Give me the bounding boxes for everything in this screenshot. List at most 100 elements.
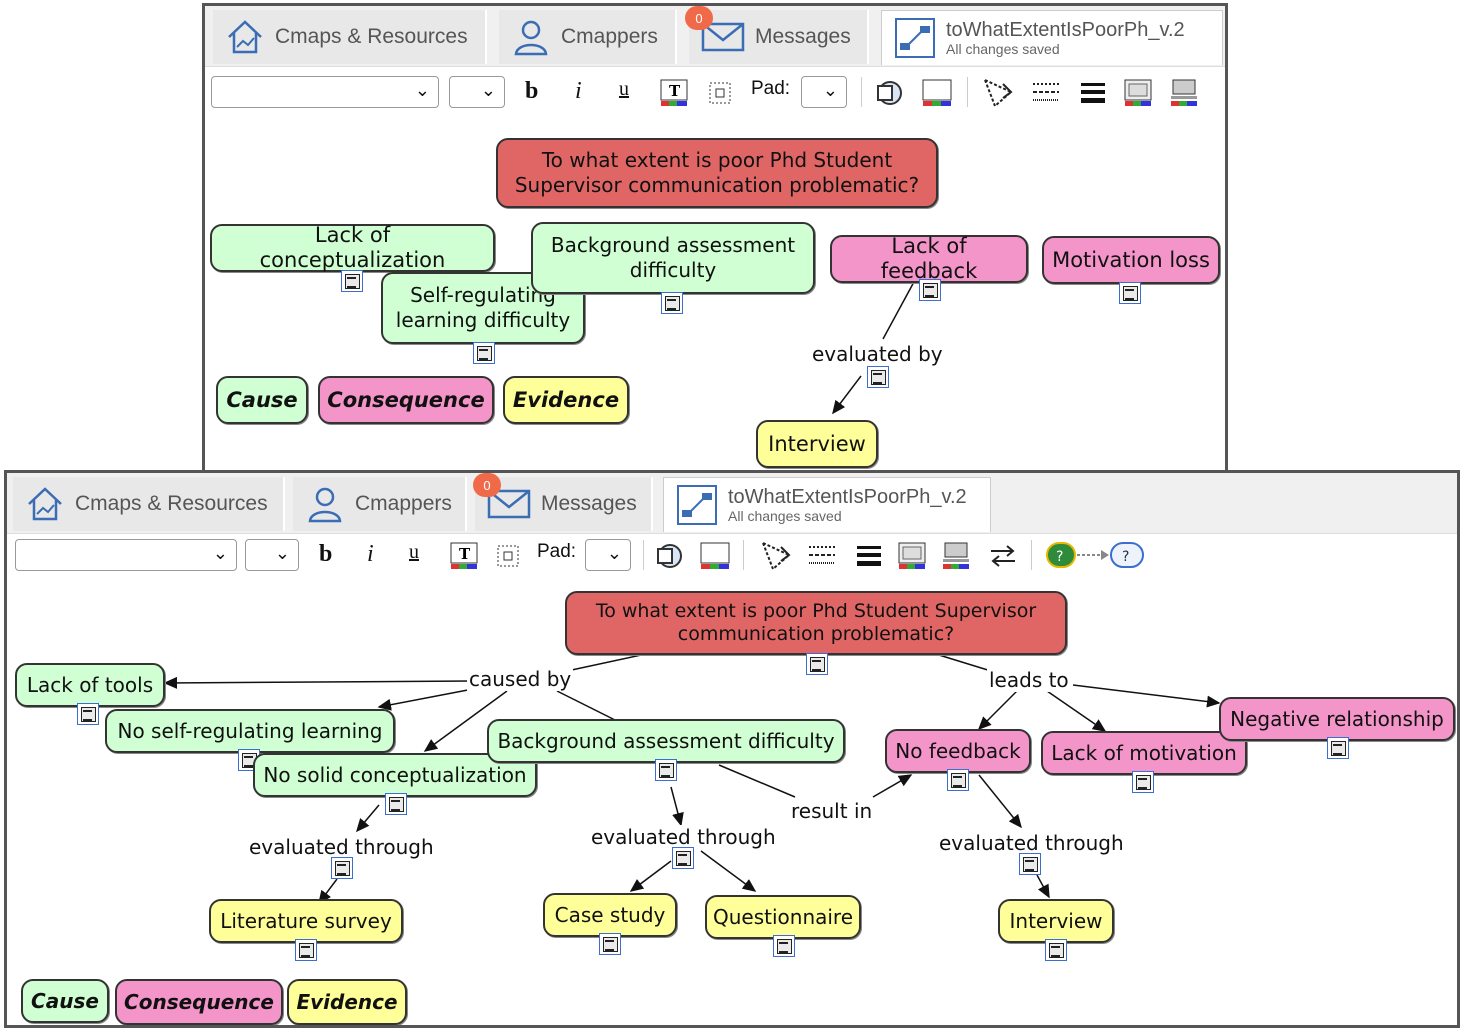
resource-icon[interactable] bbox=[385, 793, 407, 815]
evidence-interview[interactable]: Interview bbox=[998, 899, 1114, 943]
line-dash-icon[interactable] bbox=[1031, 80, 1061, 106]
resource-icon[interactable] bbox=[867, 366, 889, 388]
text-color-icon[interactable]: T bbox=[659, 78, 689, 108]
root-question-node[interactable]: To what extent is poor Phd Student Super… bbox=[496, 138, 938, 208]
italic-button[interactable]: i bbox=[367, 541, 374, 567]
line-thickness-icon[interactable] bbox=[855, 543, 883, 569]
pad-select[interactable]: ⌄ bbox=[801, 76, 847, 108]
shadow-color-icon[interactable] bbox=[1169, 78, 1199, 108]
node-border-icon[interactable] bbox=[495, 543, 521, 569]
node-border-icon[interactable] bbox=[707, 80, 733, 106]
cmap-helper-icon[interactable]: ?? bbox=[1045, 539, 1149, 573]
tab-label: Messages bbox=[755, 25, 851, 48]
tab-document[interactable]: toWhatExtentIsPoorPh_v.2 All changes sav… bbox=[663, 477, 991, 532]
line-thickness-icon[interactable] bbox=[1079, 80, 1107, 106]
link-label-evaluated-by[interactable]: evaluated by bbox=[810, 342, 945, 366]
person-icon bbox=[308, 487, 342, 523]
resource-icon[interactable] bbox=[1327, 737, 1349, 759]
person-icon bbox=[514, 20, 548, 56]
concept-background-assessment-difficulty[interactable]: Background assessment difficulty bbox=[531, 222, 815, 294]
shadow-color-icon[interactable] bbox=[941, 541, 971, 571]
text-color-icon[interactable]: T bbox=[449, 541, 479, 571]
underline-button[interactable]: u bbox=[409, 541, 419, 563]
tab-cmaps-resources[interactable]: Cmaps & Resources bbox=[13, 477, 285, 531]
envelope-icon bbox=[701, 22, 745, 52]
connection-style-icon[interactable] bbox=[981, 76, 1015, 110]
shape-icon[interactable] bbox=[875, 78, 905, 108]
resource-icon[interactable] bbox=[919, 279, 941, 301]
bold-button[interactable]: b bbox=[319, 541, 333, 567]
link-label-caused-by[interactable]: caused by bbox=[467, 667, 574, 691]
pad-select[interactable]: ⌄ bbox=[585, 539, 631, 571]
resource-icon[interactable] bbox=[661, 292, 683, 314]
resource-icon[interactable] bbox=[806, 653, 828, 675]
font-family-select[interactable]: ⌄ bbox=[211, 76, 439, 108]
document-status: All changes saved bbox=[946, 41, 1060, 57]
font-size-select[interactable]: ⌄ bbox=[449, 76, 505, 108]
connection-lines bbox=[163, 654, 1221, 905]
link-label-evaluated-through[interactable]: evaluated through bbox=[937, 831, 1126, 855]
resource-icon[interactable] bbox=[655, 759, 677, 781]
link-label-leads-to[interactable]: leads to bbox=[987, 668, 1071, 692]
resource-icon[interactable] bbox=[947, 769, 969, 791]
resource-icon[interactable] bbox=[331, 857, 353, 879]
connection-style-icon[interactable] bbox=[759, 539, 793, 573]
root-question-node[interactable]: To what extent is poor Phd Student Super… bbox=[565, 591, 1067, 655]
home-icon bbox=[28, 487, 62, 521]
concept-lack-of-tools[interactable]: Lack of tools bbox=[15, 663, 165, 707]
cmap-canvas[interactable]: To what extent is poor Phd Student Super… bbox=[7, 579, 1457, 1025]
background-color-icon[interactable] bbox=[1123, 78, 1153, 108]
link-label-evaluated-through[interactable]: evaluated through bbox=[247, 835, 436, 859]
resource-icon[interactable] bbox=[599, 933, 621, 955]
evidence-literature-survey[interactable]: Literature survey bbox=[209, 899, 403, 943]
fill-color-icon[interactable] bbox=[921, 78, 953, 108]
font-family-select[interactable]: ⌄ bbox=[15, 539, 237, 571]
resource-icon[interactable] bbox=[473, 342, 495, 364]
resource-icon[interactable] bbox=[1132, 771, 1154, 793]
concept-motivation-loss[interactable]: Motivation loss bbox=[1042, 236, 1220, 284]
resource-icon[interactable] bbox=[1045, 939, 1067, 961]
concept-no-solid-conceptualization[interactable]: No solid conceptualization bbox=[253, 753, 537, 797]
resource-icon[interactable] bbox=[1019, 853, 1041, 875]
tab-label: Cmappers bbox=[355, 492, 452, 515]
resource-icon[interactable] bbox=[341, 270, 363, 292]
cmap-canvas[interactable]: To what extent is poor Phd Student Super… bbox=[205, 116, 1225, 480]
tab-cmappers[interactable]: Cmappers bbox=[499, 10, 677, 64]
swap-arrows-icon[interactable] bbox=[989, 543, 1017, 569]
resource-icon[interactable] bbox=[295, 939, 317, 961]
concept-lack-of-motivation[interactable]: Lack of motivation bbox=[1041, 731, 1247, 775]
background-color-icon[interactable] bbox=[897, 541, 927, 571]
resource-icon[interactable] bbox=[672, 847, 694, 869]
underline-button[interactable]: u bbox=[619, 78, 629, 100]
chevron-down-icon: ⌄ bbox=[274, 543, 290, 564]
bold-button[interactable]: b bbox=[525, 78, 539, 104]
line-dash-icon[interactable] bbox=[807, 543, 837, 569]
concept-no-feedback[interactable]: No feedback bbox=[885, 729, 1031, 773]
tab-document[interactable]: toWhatExtentIsPoorPh_v.2 All changes sav… bbox=[881, 10, 1223, 65]
evidence-interview[interactable]: Interview bbox=[756, 420, 878, 468]
concept-lack-of-conceptualization[interactable]: Lack of conceptualization bbox=[210, 223, 495, 272]
connection-lines bbox=[832, 279, 916, 415]
link-label-evaluated-through[interactable]: evaluated through bbox=[589, 825, 778, 849]
legend-cause: Cause bbox=[216, 376, 308, 424]
tab-cmaps-resources[interactable]: Cmaps & Resources bbox=[213, 10, 487, 64]
resource-icon[interactable] bbox=[773, 935, 795, 957]
concept-no-self-regulating-learning[interactable]: No self-regulating learning bbox=[105, 709, 395, 753]
resource-icon[interactable] bbox=[77, 703, 99, 725]
font-size-select[interactable]: ⌄ bbox=[245, 539, 299, 571]
evidence-questionnaire[interactable]: Questionnaire bbox=[705, 895, 861, 939]
fill-color-icon[interactable] bbox=[699, 541, 731, 571]
tab-cmappers[interactable]: Cmappers bbox=[293, 477, 467, 531]
tab-label: Cmappers bbox=[561, 25, 658, 48]
concept-background-assessment-difficulty[interactable]: Background assessment difficulty bbox=[487, 719, 845, 763]
tab-label: Cmaps & Resources bbox=[275, 25, 468, 48]
evidence-case-study[interactable]: Case study bbox=[543, 893, 677, 937]
link-label-result-in[interactable]: result in bbox=[789, 799, 875, 823]
concept-lack-of-feedback[interactable]: Lack of feedback bbox=[830, 234, 1028, 283]
concept-negative-relationship[interactable]: Negative relationship bbox=[1219, 697, 1455, 741]
tab-messages[interactable]: Messages bbox=[689, 10, 869, 64]
tab-messages[interactable]: Messages bbox=[475, 477, 653, 531]
italic-button[interactable]: i bbox=[575, 78, 582, 104]
shape-icon[interactable] bbox=[655, 541, 685, 571]
resource-icon[interactable] bbox=[1119, 282, 1141, 304]
